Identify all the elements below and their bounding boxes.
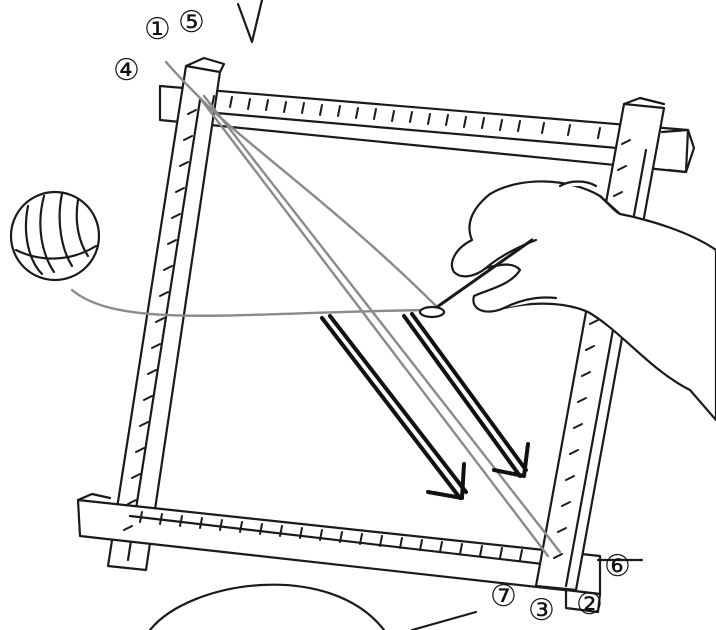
yarn-strands [70, 60, 562, 558]
corner-tick-mark [236, 0, 264, 44]
step-label-6: ⑥ [604, 549, 631, 584]
step-label-3: ③ [528, 593, 555, 628]
nails-left [123, 109, 197, 531]
nails-bottom [139, 511, 523, 561]
step-label-5: ⑤ [178, 5, 205, 40]
step-label-4: ④ [113, 53, 140, 88]
hand-icon [418, 180, 716, 422]
step-label-7: ⑦ [490, 579, 517, 614]
frame-top-bar [158, 84, 696, 174]
arrow-down-right-icon [320, 314, 468, 500]
arrow-down-right-icon [402, 312, 530, 478]
step-label-2: ② [576, 587, 603, 622]
bottom-pointer [410, 610, 478, 630]
nails-top [211, 95, 601, 139]
frame-bottom-bar [76, 492, 602, 596]
yarn-ball-icon [9, 190, 101, 282]
bottom-arc [148, 583, 386, 630]
step-label-1: ① [144, 12, 171, 47]
